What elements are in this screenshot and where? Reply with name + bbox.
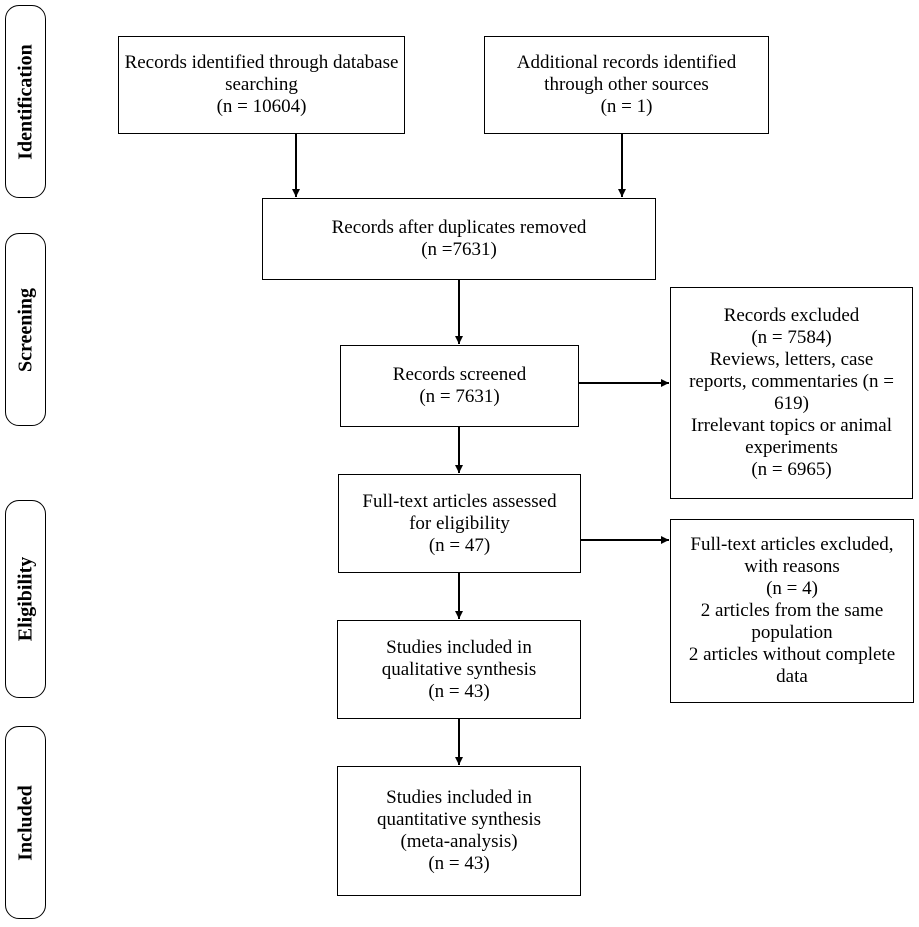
fulltext-count: (n = 47) [428, 534, 491, 556]
fulltext-excluded-count: (n = 4) [766, 578, 818, 599]
database-line2: searching [225, 74, 298, 95]
stage-eligibility: Eligibility [5, 500, 46, 698]
quantitative-line3: (meta-analysis) [400, 831, 518, 852]
excluded-line8: (n = 6965) [751, 459, 832, 480]
fulltext-excluded-line4: 2 articles from the same [700, 600, 884, 621]
fulltext-excluded-line2: with reasons [744, 556, 840, 577]
excluded-line3: Reviews, letters, case [709, 349, 874, 370]
duplicates-count: (n =7631) [421, 239, 497, 260]
excluded-line1: Records excluded [723, 305, 860, 326]
qualitative-line1: Studies included in [386, 636, 532, 658]
box-database-records: Records identified through database sear… [118, 36, 405, 134]
excluded-line4: reports, commentaries (n = [689, 371, 894, 392]
box-records-excluded: Records excluded (n = 7584) Reviews, let… [670, 287, 913, 499]
qualitative-count: (n = 43) [428, 680, 490, 702]
screened-count: (n = 7631) [419, 386, 500, 407]
quantitative-line1: Studies included in [386, 787, 532, 808]
fulltext-line2: for eligibility [409, 512, 510, 534]
database-count: (n = 10604) [216, 96, 307, 117]
other-count: (n = 1) [600, 96, 653, 117]
other-line2: through other sources [544, 74, 709, 95]
excluded-line6: Irrelevant topics or animal [690, 415, 892, 436]
box-qualitative-synthesis: Studies included in qualitative synthesi… [337, 620, 581, 719]
fulltext-excluded-line7: data [776, 666, 808, 687]
quantitative-line2: quantitative synthesis [376, 809, 542, 830]
excluded-count: (n = 7584) [751, 327, 832, 348]
fulltext-excluded-line6: 2 articles without complete [688, 644, 896, 665]
stage-screening: Screening [5, 233, 46, 426]
box-fulltext-assessed: Full-text articles assessed for eligibil… [338, 474, 581, 573]
box-duplicates-removed: Records after duplicates removed (n =763… [262, 198, 656, 280]
other-line1: Additional records identified [516, 52, 737, 73]
database-line1: Records identified through database [124, 52, 399, 73]
duplicates-line1: Records after duplicates removed [331, 217, 587, 238]
qualitative-line2: qualitative synthesis [381, 658, 537, 680]
box-other-records: Additional records identified through ot… [484, 36, 769, 134]
fulltext-excluded-line5: population [751, 622, 833, 643]
box-quantitative-synthesis: Studies included in quantitative synthes… [337, 766, 581, 896]
quantitative-count: (n = 43) [428, 853, 490, 874]
stage-included: Included [5, 726, 46, 919]
box-records-screened: Records screened (n = 7631) [340, 345, 579, 427]
screened-line1: Records screened [392, 364, 527, 385]
fulltext-excluded-line1: Full-text articles excluded, [690, 534, 894, 555]
excluded-line5: 619) [774, 393, 809, 414]
stage-identification: Identification [5, 5, 46, 198]
excluded-line7: experiments [745, 437, 838, 458]
box-fulltext-excluded: Full-text articles excluded, with reason… [670, 519, 914, 703]
fulltext-line1: Full-text articles assessed [362, 490, 557, 512]
